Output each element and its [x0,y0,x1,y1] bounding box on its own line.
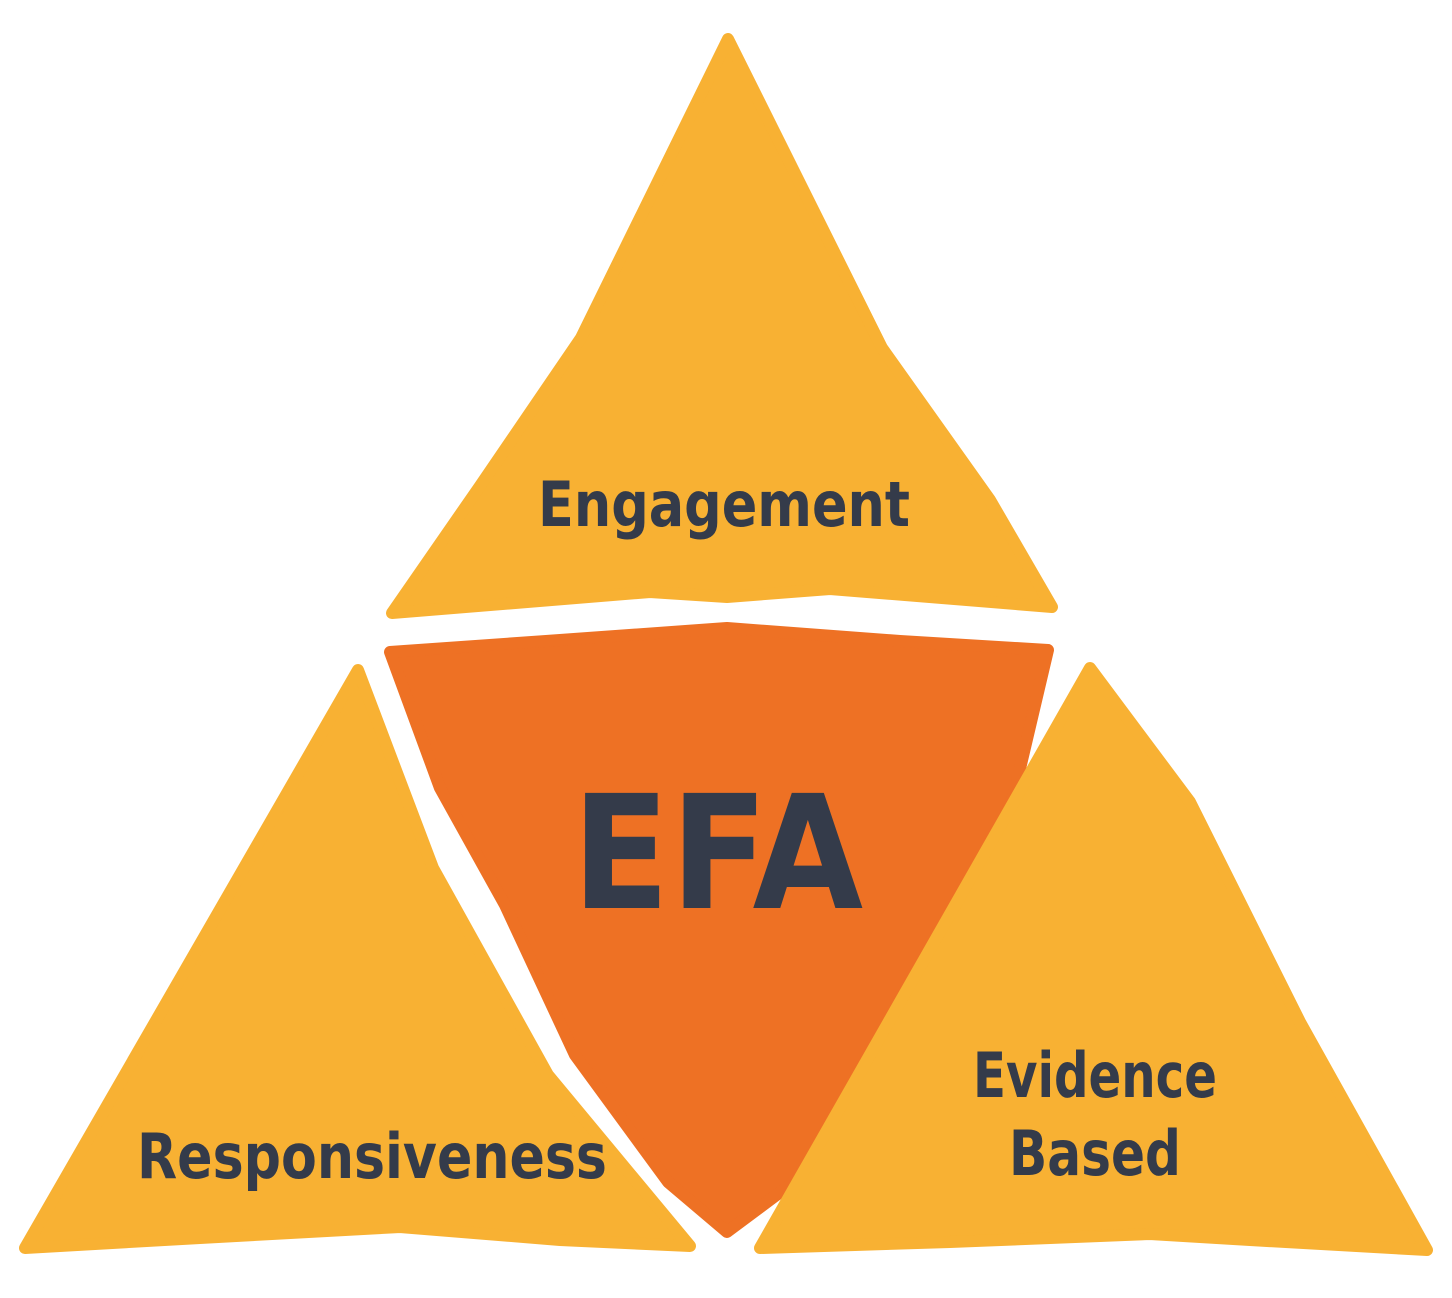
evidence-based-label-line2: Based [1009,1117,1181,1190]
evidence-based-label-line1: Evidence [973,1039,1217,1112]
triangle-evidence-based [754,662,1433,1256]
triangle-engagement [386,33,1058,619]
engagement-label: Engagement [538,468,910,541]
efa-center-label: EFA [572,762,864,946]
triangle-responsiveness [19,664,696,1254]
responsiveness-label: Responsiveness [137,1120,607,1193]
